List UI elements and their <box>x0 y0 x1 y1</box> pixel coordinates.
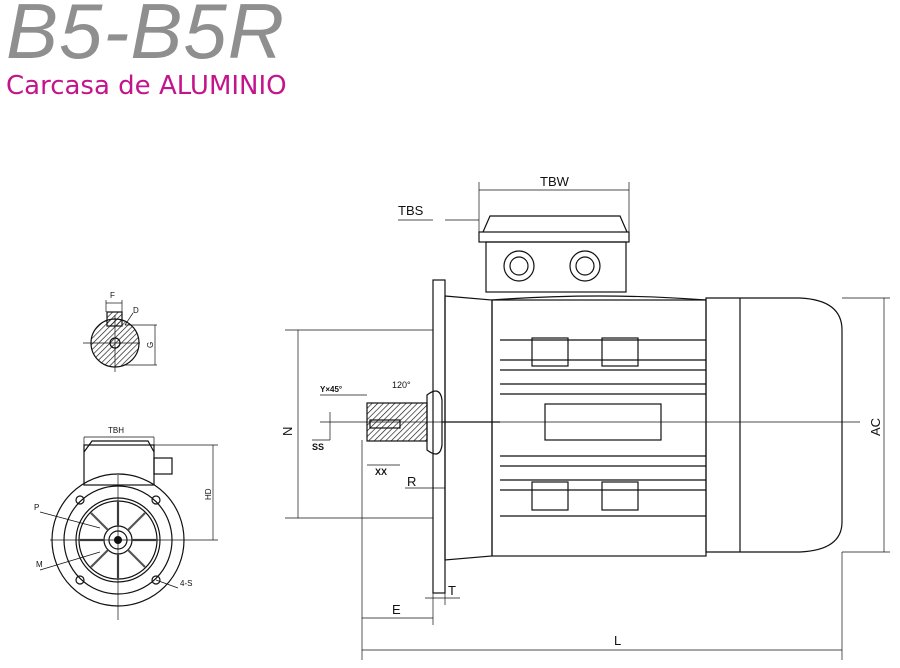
label-t: T <box>448 583 456 598</box>
page-title: B5-B5R <box>6 0 286 75</box>
label-f: F <box>110 291 115 300</box>
label-n: N <box>280 427 295 436</box>
label-y45: Y×45° <box>320 385 342 394</box>
label-tbs: TBS <box>398 203 424 218</box>
label-tbh: TBH <box>108 426 124 435</box>
label-d: D <box>133 306 139 315</box>
label-xx: XX <box>375 467 387 477</box>
label-p: P <box>34 503 39 512</box>
label-hd: HD <box>204 488 213 500</box>
side-view: TBW TBS N AC R T E L Y×45° 120° SS XX <box>280 174 890 660</box>
label-ss: SS <box>312 442 324 452</box>
label-tbw: TBW <box>540 174 570 189</box>
front-view: TBH HD P M 4-S <box>34 426 218 620</box>
label-4s: 4-S <box>180 579 192 588</box>
label-l: L <box>614 633 621 648</box>
page-subtitle: Carcasa de ALUMINIO <box>6 71 287 101</box>
label-m: M <box>36 560 43 569</box>
label-ac: AC <box>868 418 883 436</box>
label-e: E <box>392 602 401 617</box>
label-120: 120° <box>392 380 411 390</box>
label-g: G <box>146 342 155 348</box>
label-r: R <box>407 474 416 489</box>
shaft-section-view: F D G <box>83 291 157 372</box>
